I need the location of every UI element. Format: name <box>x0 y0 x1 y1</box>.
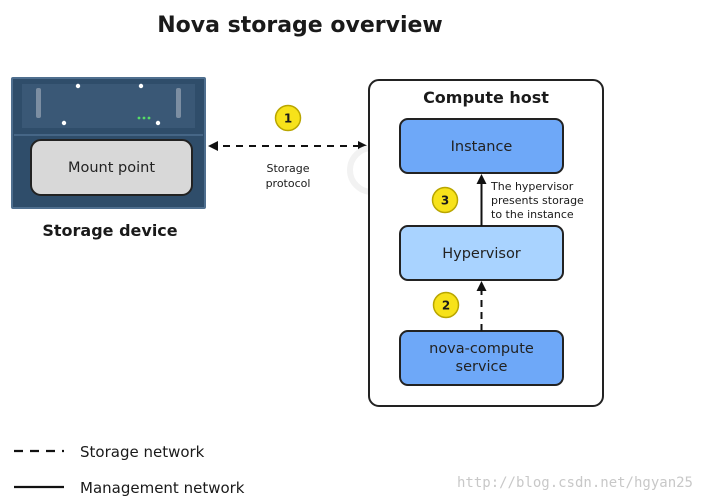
step-2-badge: 2 <box>432 291 460 319</box>
storage-device-handle-left <box>36 88 41 118</box>
step-3-badge: 3 <box>431 186 459 214</box>
storage-device: Mount point <box>11 77 206 209</box>
storage-device-panel <box>22 84 195 128</box>
nova-compute-box <box>399 330 564 386</box>
mount-point-box <box>30 139 193 196</box>
hypervisor-label: Hypervisor <box>442 246 521 262</box>
mount-point-label: Mount point <box>68 160 155 176</box>
status-led-icon <box>147 116 151 120</box>
screw-icon <box>155 120 161 126</box>
compute-host-label: Compute host <box>423 88 549 107</box>
screw-icon <box>61 120 67 126</box>
page-title: Nova storage overview <box>157 13 442 38</box>
nova-compute-label-line2: service <box>456 359 508 375</box>
screw-icon <box>75 83 81 89</box>
step-3-number: 3 <box>441 194 449 208</box>
storage-device-label: Storage device <box>42 221 177 240</box>
legend-storage-network-label: Storage network <box>80 443 205 461</box>
legend-management-network-label: Management network <box>80 479 245 497</box>
hypervisor-note-line1: The hypervisor <box>490 180 574 193</box>
hypervisor-note-line2: presents storage <box>491 194 584 207</box>
hypervisor-note-line3: to the instance <box>491 208 574 221</box>
watermark: http://blog.csdn.net/hgyan25 <box>457 475 693 491</box>
step-1-badge: 1 <box>274 104 302 132</box>
storage-protocol-label-line2: protocol <box>266 177 311 190</box>
nova-compute-label-line1: nova-compute <box>429 341 534 357</box>
screw-icon <box>138 83 144 89</box>
step-2-number: 2 <box>442 299 450 313</box>
status-led-icon <box>137 116 141 120</box>
status-led-icon <box>142 116 146 120</box>
storage-protocol-label-line1: Storage <box>266 162 309 175</box>
storage-device-handle-right <box>176 88 181 118</box>
instance-label: Instance <box>451 139 513 155</box>
step-1-number: 1 <box>284 112 292 126</box>
instance-box <box>399 118 564 174</box>
